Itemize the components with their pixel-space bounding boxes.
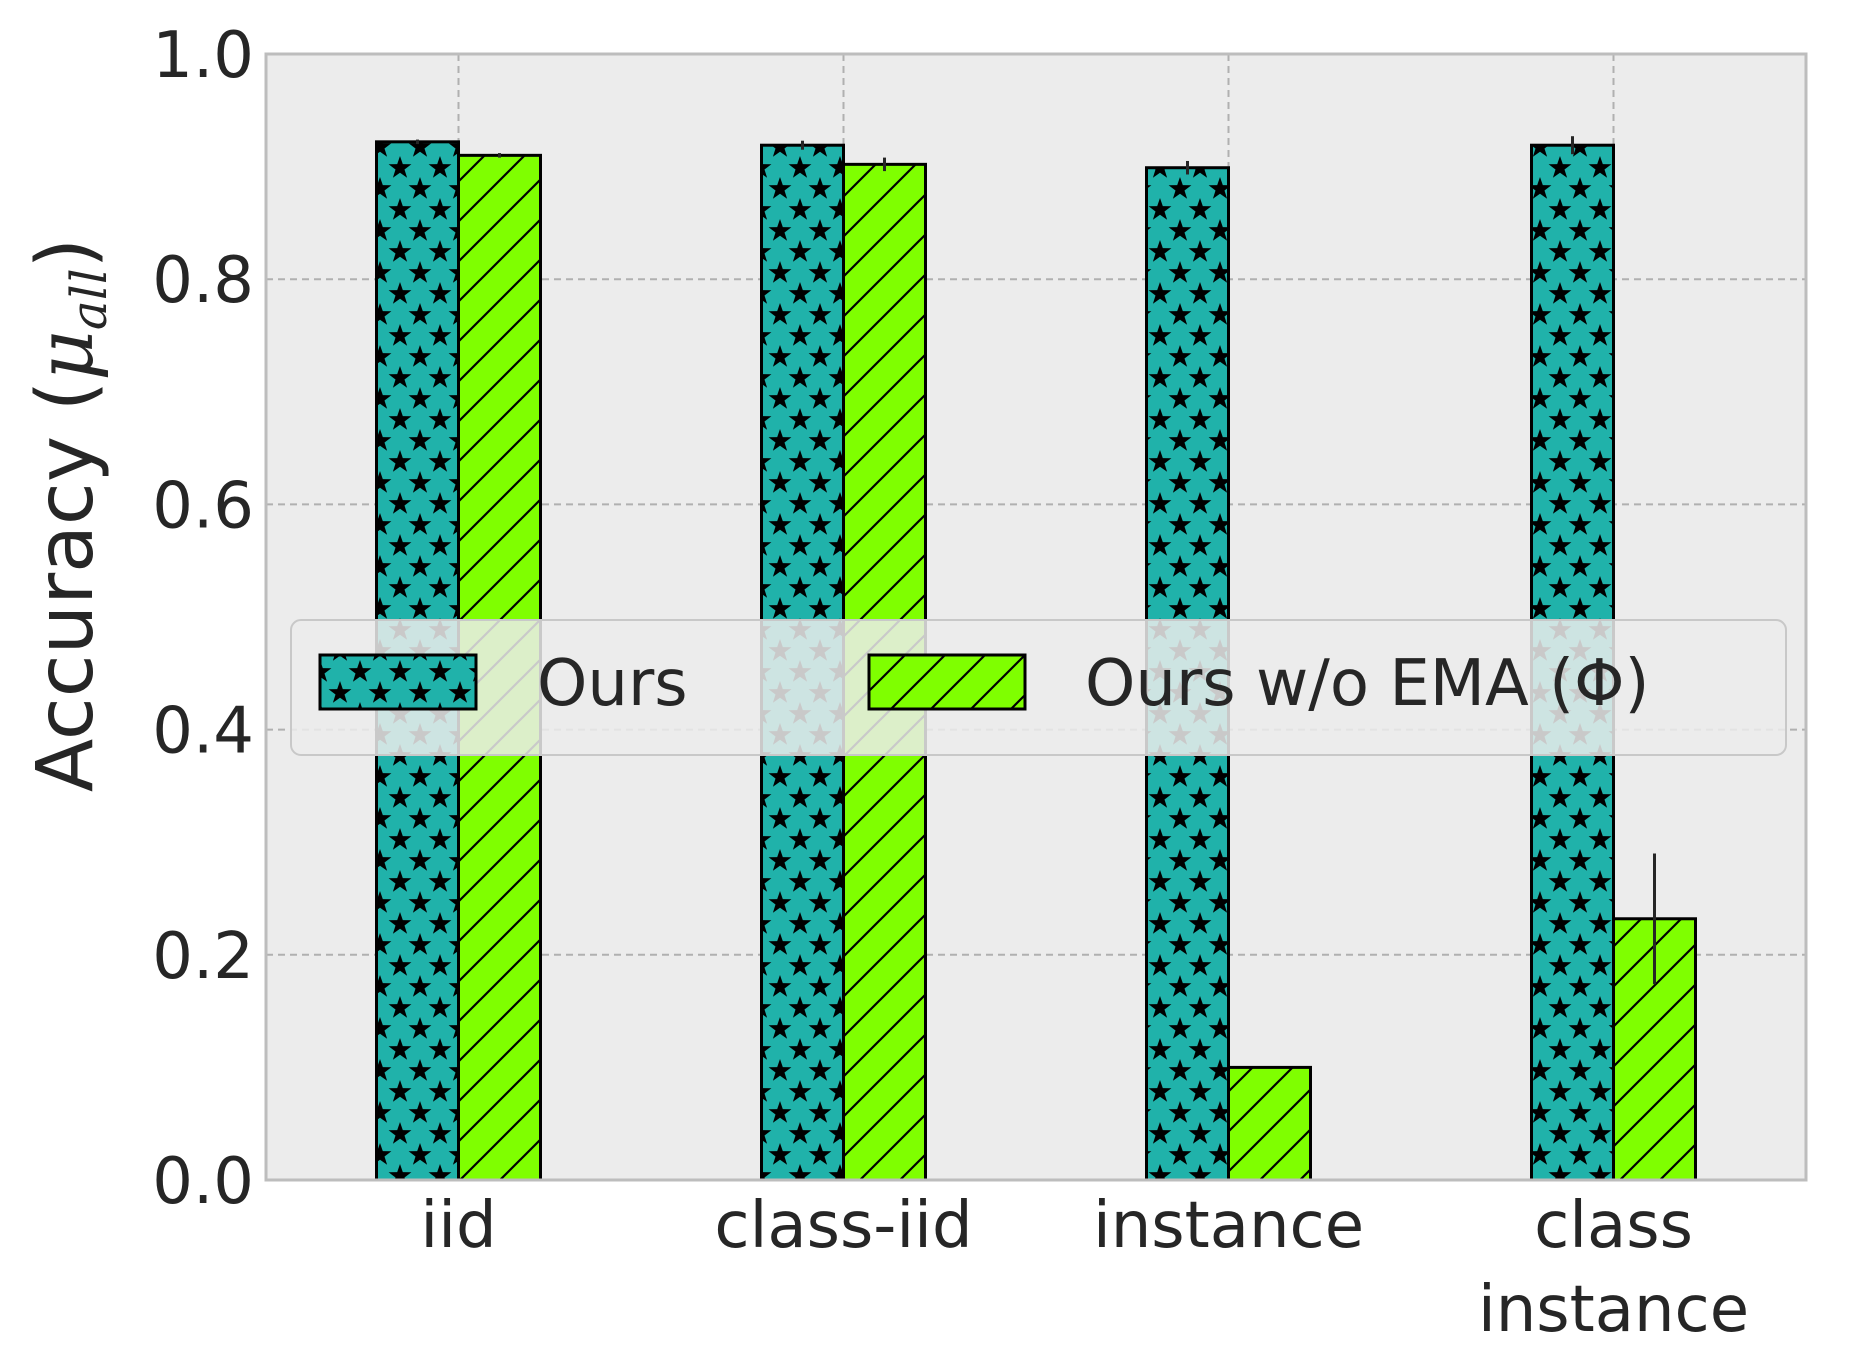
legend-box (290, 619, 1787, 756)
y-tick-label: 0.0 (152, 1145, 254, 1219)
plot-border (264, 52, 1808, 1182)
y-axis-label-close: ) (21, 238, 111, 268)
y-tick-label: 1.0 (152, 19, 254, 93)
y-tick-label: 0.6 (152, 469, 254, 543)
y-tick-labels: 0.0 0.2 0.4 0.6 0.8 1.0 (152, 19, 254, 1219)
legend-label-ours-wo-ema: Ours w/o EMA (Φ) (1085, 647, 1649, 721)
y-axis-label-subscript: all (60, 268, 118, 330)
y-axis-label-symbol: μ (21, 330, 111, 381)
legend-label-ours: Ours (537, 647, 688, 721)
bar-ours-wo-ema (1227, 1065, 1312, 1182)
y-tick-label: 0.2 (152, 920, 254, 994)
x-tick-label: class (1534, 1189, 1693, 1263)
legend-swatch-ours-wo-ema (867, 653, 1027, 711)
x-tick-labels: iid class-iid instance class instance (420, 1189, 1749, 1347)
x-tick-label: class-iid (714, 1189, 972, 1263)
legend-swatch-ours (318, 653, 478, 711)
y-axis-label-main: Accuracy ( (21, 381, 111, 792)
y-tick-label: 0.8 (152, 244, 254, 318)
x-tick-label: iid (420, 1189, 496, 1263)
plot-frame (264, 52, 1808, 1182)
legend: Ours Ours w/o EMA (Φ) (290, 619, 1787, 756)
x-tick-label: instance (1093, 1189, 1364, 1263)
y-axis-label: Accuracy (μall) (21, 238, 118, 792)
error-bars (416, 136, 1656, 985)
y-tick-label: 0.4 (152, 695, 254, 769)
x-tick-label: instance (1478, 1273, 1749, 1347)
